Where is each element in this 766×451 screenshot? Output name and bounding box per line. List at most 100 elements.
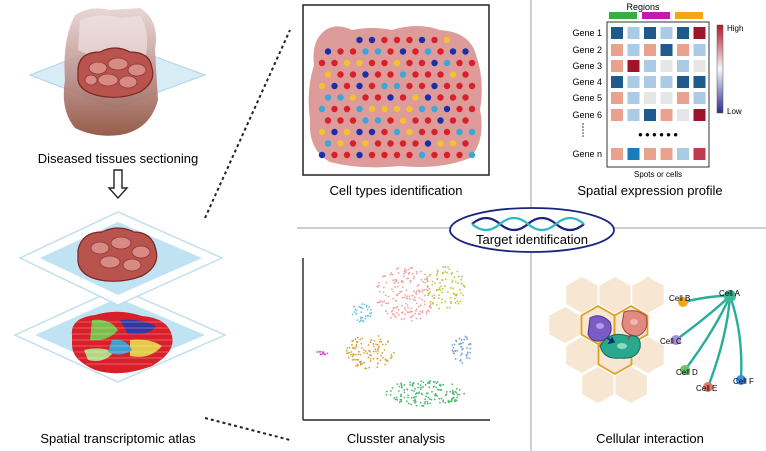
cluster-point — [397, 313, 400, 316]
spot — [443, 151, 451, 159]
cluster-point — [380, 304, 383, 307]
cluster-point — [426, 286, 429, 289]
cell-node — [703, 382, 713, 392]
gene-label: Gene n — [572, 149, 602, 159]
spot — [462, 71, 469, 78]
heatmap-cell — [611, 148, 623, 160]
cluster-point — [400, 291, 403, 293]
cluster-point — [365, 304, 368, 307]
spot — [412, 117, 419, 124]
cluster-point — [398, 401, 401, 404]
heatmap-cell — [627, 76, 640, 88]
cluster-point — [358, 320, 361, 323]
heatmap-cell — [677, 76, 689, 88]
cluster-point — [411, 272, 414, 275]
cluster-point — [451, 344, 454, 347]
spot — [362, 48, 369, 55]
cluster-point — [413, 296, 416, 299]
cluster-point — [355, 364, 358, 367]
cluster-point — [390, 353, 393, 356]
cluster-point — [454, 358, 457, 360]
heatmap-cell — [644, 109, 656, 121]
cluster-point — [376, 348, 379, 351]
cluster-point — [360, 306, 362, 309]
cluster-point — [347, 351, 350, 354]
heatmap-cell — [611, 109, 623, 121]
gene-label: Gene 3 — [572, 61, 602, 71]
cell-node-label: Cell D — [676, 368, 698, 377]
cluster-point — [410, 396, 413, 399]
cluster-point — [405, 289, 408, 292]
cluster-point — [461, 348, 463, 351]
cluster-point — [403, 313, 406, 316]
cluster-point — [459, 342, 462, 345]
cluster-point — [430, 398, 433, 401]
cluster-point — [460, 345, 462, 348]
cluster-point — [378, 290, 381, 293]
cluster-point — [434, 394, 436, 397]
spot — [449, 48, 457, 55]
cluster-point — [357, 364, 359, 367]
cell-node — [678, 297, 688, 307]
hexagon — [613, 365, 649, 405]
cluster-point — [400, 318, 403, 321]
cluster-point — [456, 349, 459, 352]
cluster-point — [393, 315, 396, 317]
cluster-point — [408, 271, 411, 274]
cluster-point — [366, 308, 369, 311]
spot — [374, 71, 382, 78]
cluster-point — [353, 310, 356, 313]
heatmap-cell — [693, 92, 706, 104]
cluster-point — [385, 281, 388, 284]
cluster-point — [453, 276, 456, 279]
spot — [368, 151, 376, 159]
cluster-point — [416, 272, 419, 275]
cluster-point — [435, 382, 438, 385]
cluster-point — [424, 278, 426, 281]
cluster-point — [366, 352, 369, 355]
cluster-point — [365, 305, 368, 308]
cluster-point — [420, 386, 422, 389]
cluster-point — [456, 270, 459, 273]
spot — [468, 59, 476, 67]
cluster-point — [405, 297, 408, 300]
cluster-point — [415, 392, 418, 395]
cluster-point — [390, 310, 393, 313]
cluster-point — [429, 304, 432, 307]
spot — [374, 94, 382, 101]
spot — [431, 59, 438, 67]
cluster-point — [424, 281, 427, 284]
cluster-point — [358, 305, 360, 308]
cluster-point — [400, 385, 403, 387]
cluster-point — [347, 356, 350, 359]
cluster-point — [387, 295, 390, 298]
interaction-edge — [684, 295, 732, 371]
spot — [331, 151, 338, 159]
cluster-point — [455, 392, 458, 394]
cluster-point — [419, 304, 422, 307]
heatmap-cell — [627, 44, 640, 56]
cluster-point — [423, 402, 426, 405]
cluster-point — [415, 302, 418, 305]
cluster-point — [364, 367, 367, 370]
cluster-point — [453, 293, 456, 295]
cluster-point — [406, 304, 409, 307]
cluster-point — [361, 303, 363, 305]
cluster-point — [450, 400, 453, 403]
color-legend-bar — [716, 24, 724, 114]
cluster-point — [441, 287, 444, 290]
cell-node-label: Cell B — [669, 294, 690, 303]
cluster-point — [444, 401, 447, 404]
spot — [443, 36, 451, 44]
spot — [456, 82, 463, 90]
cluster-point — [424, 273, 426, 276]
cluster-point — [442, 399, 445, 402]
cluster-point — [396, 383, 399, 386]
cluster-point — [348, 346, 351, 349]
cluster-point — [408, 297, 411, 300]
cluster-point — [440, 397, 443, 400]
spot — [337, 117, 344, 124]
cluster-point — [437, 297, 440, 300]
spot — [399, 94, 407, 101]
cluster-point — [462, 341, 464, 344]
